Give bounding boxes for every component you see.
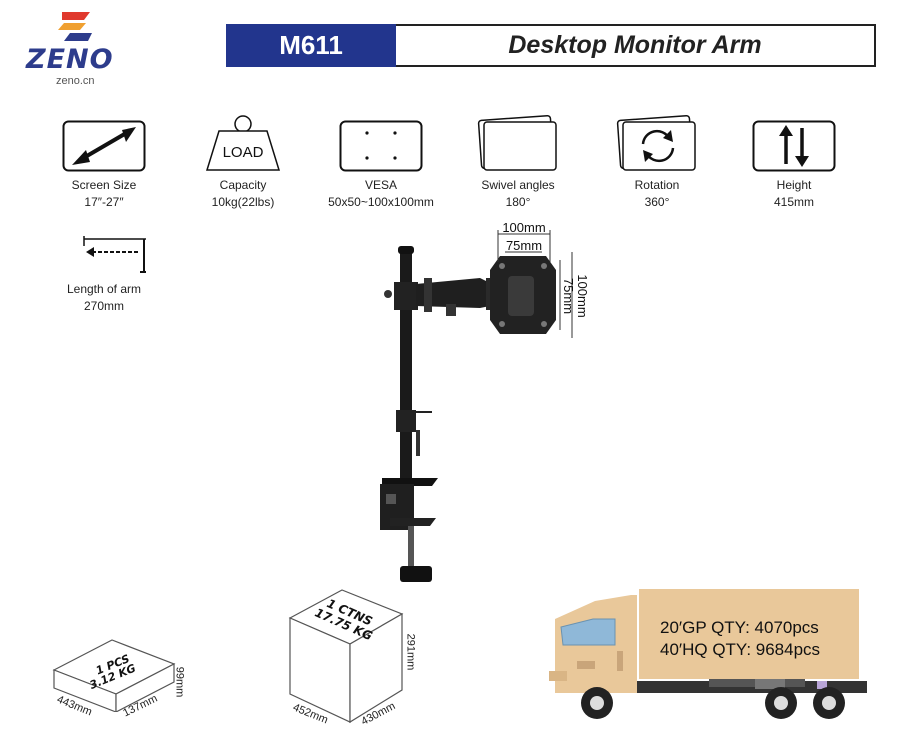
spec-value: 360° [644, 195, 670, 209]
model-number: M611 [226, 24, 396, 67]
monitor-arm-drawing: 100mm 75mm 75mm 100mm [360, 212, 600, 592]
vesa-inner-width-label: 75mm [506, 238, 542, 253]
vesa-inner-height-label: 75mm [561, 278, 576, 314]
height-icon [752, 120, 836, 172]
brand-site: zeno.cn [56, 75, 95, 87]
hq40-quantity: 40′HQ QTY: 9684pcs [660, 640, 821, 659]
truck-illustration [549, 589, 867, 719]
spec-label: Length of arm [66, 282, 142, 296]
carton-height: 291mm [404, 633, 417, 671]
container-truck [533, 585, 873, 725]
brand-name: ZENO [26, 44, 114, 75]
product-title: Desktop Monitor Arm [396, 24, 876, 67]
vesa-outer-height-label: 100mm [575, 274, 590, 317]
vesa-pattern-icon [339, 120, 423, 172]
spec-value: 50x50~100x100mm [328, 195, 434, 209]
product-box-illustration: 1 PCS 3.12 KG [52, 639, 176, 713]
spec-label: Screen Size [71, 178, 137, 192]
spec-value: 415mm [773, 195, 814, 209]
spec-value: 10kg(22lbs) [211, 195, 275, 209]
logo-mark-icon [58, 12, 92, 41]
screen-size-icon [62, 120, 146, 172]
spec-label: Capacity [219, 178, 267, 192]
gp20-quantity: 20′GP QTY: 4070pcs [660, 618, 819, 637]
spec-swivel: Swivel angles 180° [453, 114, 583, 209]
spec-label: Height [776, 178, 812, 192]
spec-value: 17″-27″ [84, 195, 124, 209]
spec-capacity: LOAD Capacity 10kg(22lbs) [178, 114, 308, 209]
spec-vesa: VESA 50x50~100x100mm [316, 120, 446, 209]
swivel-icon [477, 114, 557, 171]
monitor-arm-illustration: 100mm 75mm 75mm 100mm [380, 220, 590, 582]
arm-length-icon [83, 236, 146, 273]
carton-box-illustration: 1 CTNS 17.75 KG [288, 589, 404, 724]
spec-arm-length: Length of arm 270mm [39, 232, 169, 313]
spec-label: VESA [364, 178, 397, 192]
spec-value: 270mm [83, 299, 124, 313]
spec-rotation: Rotation 360° [592, 114, 722, 209]
spec-screen-size: Screen Size 17″-27″ [39, 120, 169, 209]
load-weight-icon: LOAD [205, 115, 281, 171]
master-carton-drawing: 1 CTNS 17.75 KG [286, 586, 410, 731]
spec-height: Height 415mm [729, 120, 859, 209]
vesa-outer-width-label: 100mm [502, 220, 545, 235]
single-box-drawing: 1 PCS 3.12 KG [48, 632, 188, 717]
spec-label: Rotation [634, 178, 680, 192]
brand-logo: ZENO zeno.cn [22, 10, 132, 87]
load-text: LOAD [223, 144, 264, 161]
rotation-icon [616, 114, 696, 171]
spec-label: Swivel angles [481, 178, 555, 192]
spec-value: 180° [505, 195, 531, 209]
single-box-height: 99mm [173, 666, 186, 698]
